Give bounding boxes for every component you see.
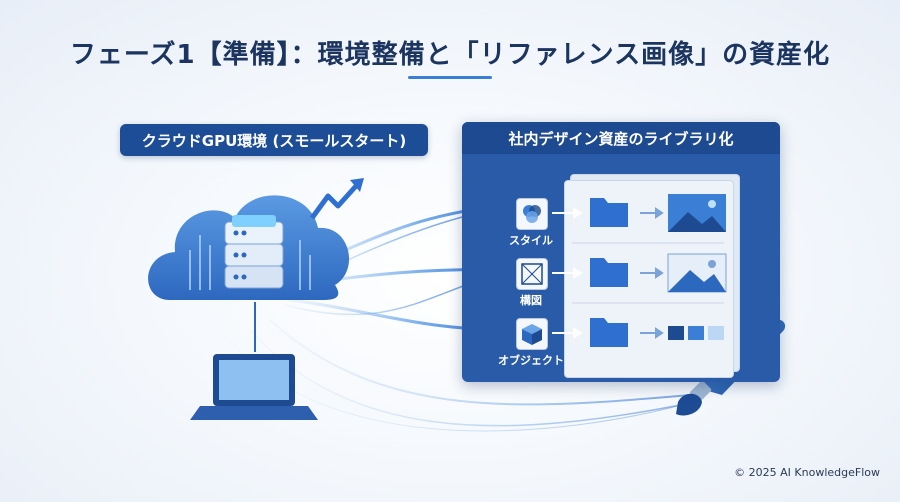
design-library-panel: 社内デザイン資産のライブラリ化 スタイル 構図 オブジェクト (462, 122, 780, 382)
image-thumbnail-icon (667, 194, 727, 293)
cloud-gpu-label: クラウドGPU環境 (スモールスタート) (120, 124, 428, 156)
composition-grid-icon (516, 258, 548, 290)
color-swatch-icon (668, 326, 724, 340)
folder-icon (590, 198, 628, 347)
growth-arrow-icon (309, 178, 364, 220)
copyright: © 2025 AI KnowledgeFlow (734, 466, 880, 479)
server-icon (224, 215, 284, 289)
object-cube-icon (516, 318, 548, 350)
library-flow-art (552, 194, 727, 347)
library-header: 社内デザイン資産のライブラリ化 (462, 122, 780, 154)
row-label-style: スタイル (509, 234, 553, 247)
row-label-composition: 構図 (520, 294, 542, 307)
page-title: フェーズ1【準備】：環境整備と「リファレンス画像」の資産化 (69, 40, 831, 70)
style-circles-icon (516, 198, 548, 230)
laptop-icon (190, 354, 318, 420)
title-underline (408, 76, 492, 79)
row-label-object: オブジェクト (498, 354, 564, 367)
